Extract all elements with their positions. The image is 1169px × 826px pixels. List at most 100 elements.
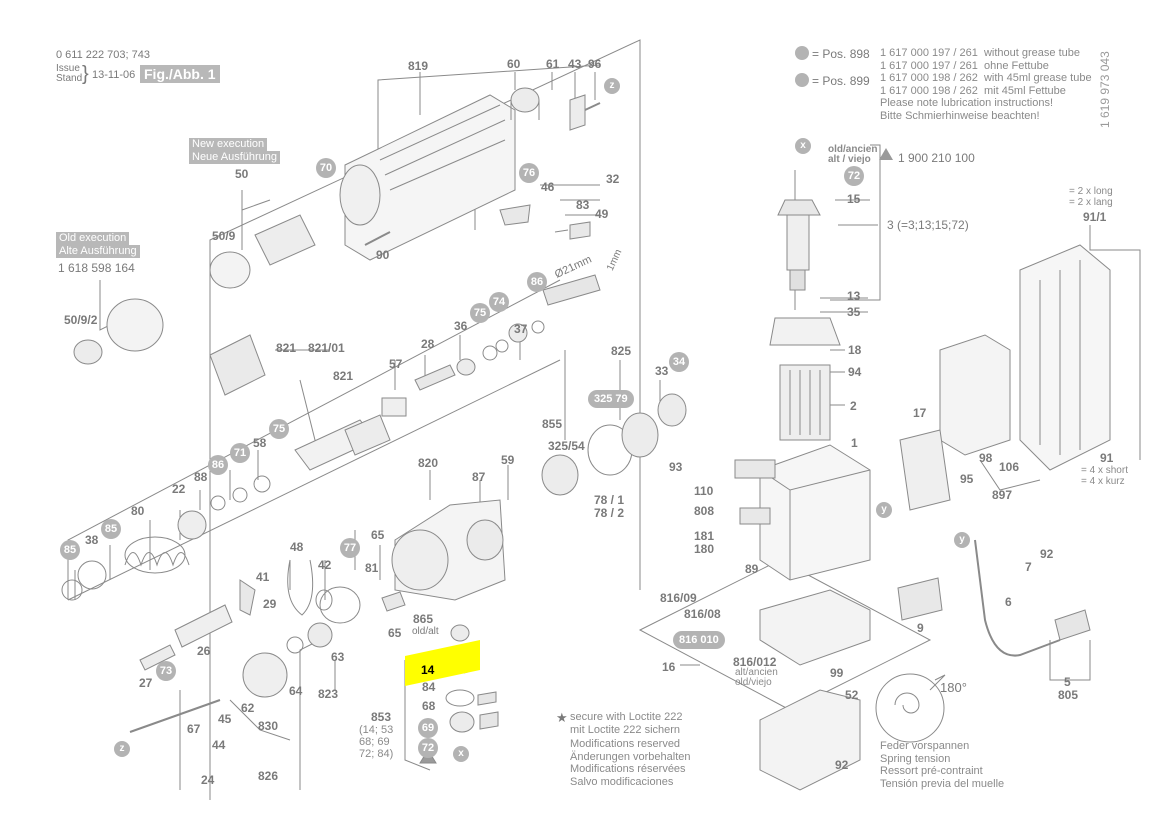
part-label: 819 — [408, 59, 429, 73]
part-label: 52 — [845, 688, 859, 702]
part-label: 853 — [371, 710, 392, 724]
triangle-icon — [879, 148, 893, 160]
part-label: old/alt — [412, 626, 439, 637]
part-label: 65 — [388, 626, 402, 640]
part-label: 62 — [241, 701, 255, 715]
part-label: 7 — [1025, 560, 1032, 574]
ref-circle: 70 — [316, 158, 336, 178]
part-label: 64 — [289, 684, 303, 698]
grease-lines-899: 1 617 000 198 / 262 with 45ml grease tub… — [880, 72, 1092, 122]
part-label: 181 — [694, 529, 715, 543]
part-label: 45 — [218, 712, 232, 726]
armature-old-label: old/ancien alt / viejo — [828, 144, 878, 165]
part-label: 78 / 1 — [594, 493, 625, 507]
part-label: 1 — [851, 436, 858, 450]
ref-circle: 72 — [418, 738, 438, 758]
part-label: 808 — [694, 504, 715, 518]
ref-circle: 74 — [489, 292, 509, 312]
old-execution-de: Alte Ausführung — [56, 245, 140, 258]
part-label: 325/54 — [548, 439, 585, 453]
part-label: 29 — [263, 597, 277, 611]
part-label: 67 — [187, 722, 201, 736]
triangle-part-number: 1 900 210 100 — [898, 151, 975, 165]
part-label: 32 — [606, 172, 620, 186]
part-label: 41 — [256, 570, 270, 584]
ref-pill: 325 79 — [588, 390, 634, 408]
part-label: 27 — [139, 676, 153, 690]
new-execution-en: New execution — [189, 138, 268, 151]
part-label: 63 — [331, 650, 345, 664]
part-label: 110 — [694, 484, 714, 498]
ref-circle: x — [795, 138, 811, 154]
part-label: 15 — [847, 192, 861, 206]
star-icon: ★ — [556, 710, 568, 725]
ref-circle: 34 — [669, 352, 689, 372]
part-label: 830 — [258, 719, 279, 733]
figure-label: Fig./Abb. 1 — [140, 65, 220, 83]
ref-circle: 76 — [519, 163, 539, 183]
part-label: 22 — [172, 482, 186, 496]
part-label: 16 — [662, 660, 676, 674]
part-label: 50/9/2 — [64, 313, 98, 327]
part-label: 816/08 — [684, 607, 721, 621]
ref-circle: 69 — [418, 718, 438, 738]
part-label: 42 — [318, 558, 332, 572]
part-label: 96 — [588, 57, 602, 71]
part-label: 90 — [376, 248, 390, 262]
part-label: 24 — [201, 773, 215, 787]
part-label: 821 — [333, 369, 354, 383]
ref-circle: 73 — [156, 661, 176, 681]
ref-circle: 85 — [60, 540, 80, 560]
part-label: 65 — [371, 528, 385, 542]
part-label: 50 — [235, 167, 249, 181]
ref-circle: 72 — [844, 166, 864, 186]
part-label: 80 — [131, 504, 145, 518]
document-numbers: 0 611 222 703; 743 — [56, 49, 150, 61]
part-label: 816/012 — [733, 655, 777, 669]
ref-circle: 85 — [101, 519, 121, 539]
part-label: alt/ancien old/viejo — [735, 667, 778, 688]
ref-circle: y — [954, 532, 970, 548]
side-code: 1 619 973 043 — [1098, 51, 1112, 128]
loctite-note: secure with Loctite 222 mit Loctite 222 … — [570, 711, 683, 736]
part-label: 84 — [422, 680, 436, 694]
grease-dot-899 — [795, 73, 809, 87]
part-label: 92 — [835, 758, 849, 772]
pos-899-label: = Pos. 899 — [812, 74, 870, 88]
ref-circle: 75 — [269, 419, 289, 439]
old-execution-part: 1 618 598 164 — [58, 261, 135, 275]
part-label: 95 — [960, 472, 974, 486]
part-label: 99 — [830, 666, 844, 680]
part-label: 33 — [655, 364, 669, 378]
part-label: 46 — [541, 180, 555, 194]
old-execution-en: Old execution — [56, 232, 130, 245]
part-label: 38 — [85, 533, 99, 547]
part-label: 865 — [413, 612, 434, 626]
issue-date: 13-11-06 — [92, 69, 136, 81]
part-label: 855 — [542, 417, 563, 431]
ref-circle: x — [453, 746, 469, 762]
ref-circle: z — [114, 741, 130, 757]
new-execution-de: Neue Ausführung — [189, 151, 281, 164]
part-label: 897 — [992, 488, 1013, 502]
part-label: = 4 x short = 4 x kurz — [1081, 465, 1128, 487]
part-label: 816/09 — [660, 591, 697, 605]
part-label: 49 — [595, 207, 609, 221]
stand-label: Stand — [56, 73, 83, 84]
ref-circle: 86 — [527, 272, 547, 292]
part-label: 6 — [1005, 595, 1012, 609]
part-label: 89 — [745, 562, 759, 576]
highlighted-part-label[interactable]: 14 — [421, 663, 435, 677]
issue-brace: } — [82, 63, 89, 85]
ref-circle: 77 — [340, 538, 360, 558]
part-label: 92 — [1040, 547, 1054, 561]
part-label: 26 — [197, 644, 211, 658]
part-label: 180 — [694, 542, 715, 556]
part-label: 28 — [421, 337, 435, 351]
part-label: 17 — [913, 406, 927, 420]
part-label: 60 — [507, 57, 521, 71]
part-label: 68 — [422, 699, 436, 713]
part-label: 93 — [669, 460, 683, 474]
rotation-label: 180° — [940, 680, 967, 695]
